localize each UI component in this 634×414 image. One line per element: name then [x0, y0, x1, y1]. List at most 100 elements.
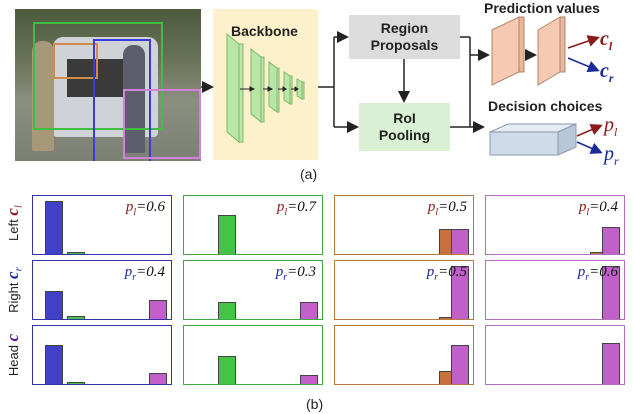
probability-value: =0.6 [136, 199, 165, 215]
grid-cell-r2-c0 [32, 325, 172, 385]
caption-a: (a) [300, 166, 318, 182]
region-proposals-box: Region Proposals [349, 15, 460, 59]
bar-3 [149, 373, 167, 384]
bar-3 [300, 302, 318, 319]
bar-3 [451, 345, 469, 384]
probability-subscript: l [586, 207, 590, 218]
prediction-values-label: Prediction values [484, 0, 600, 16]
probability-value: =0.3 [287, 264, 316, 280]
probability-value: =0.7 [287, 199, 316, 215]
output-pl-sym: p [604, 114, 614, 136]
probability-label: pl=0.6 [126, 199, 165, 218]
bar-3 [300, 375, 318, 384]
bar-1 [67, 252, 85, 254]
probability-label: pl=0.5 [428, 199, 467, 218]
probability-symbol: p [275, 264, 284, 280]
probability-symbol: p [125, 199, 134, 215]
row-label-symbol: c [3, 208, 22, 216]
grid-cell-r2-c3 [485, 325, 625, 385]
row-label-left: Left cl [3, 188, 25, 258]
probability-symbol: p [276, 199, 285, 215]
row-label-right: Right cr [3, 255, 25, 325]
probability-subscript: l [284, 207, 288, 218]
grid-cell-r1-c1: pr=0.3 [183, 260, 323, 320]
output-cl: cl [600, 28, 612, 54]
output-cr-sym: c [600, 60, 609, 82]
output-cl-sym: c [600, 28, 609, 50]
probability-value: =0.4 [589, 199, 618, 215]
probability-symbol: p [426, 264, 435, 280]
roi-pooling-box: RoI Pooling [359, 103, 450, 151]
output-cr-sub: r [608, 71, 614, 85]
probability-value: =0.4 [136, 264, 165, 280]
pipeline-arrows [201, 16, 603, 156]
bbox-blue [93, 39, 151, 161]
grid-cell-r0-c1: pl=0.7 [183, 195, 323, 255]
bbox-orange [53, 43, 98, 79]
probability-value: =0.5 [438, 199, 467, 215]
caption-b: (b) [306, 396, 324, 412]
roi-pooling-label: RoI Pooling [378, 110, 431, 143]
probability-subscript: r [132, 272, 137, 283]
probability-symbol: p [578, 199, 587, 215]
bar-1 [218, 302, 236, 319]
probability-label: pl=0.7 [277, 199, 316, 218]
output-cr: cr [600, 60, 614, 86]
row-label-word: Head [6, 341, 21, 377]
bar-1 [67, 316, 85, 319]
probability-label: pl=0.4 [579, 199, 618, 218]
probability-symbol: p [427, 199, 436, 215]
grid-cell-r2-c1 [183, 325, 323, 385]
person-left-shape [32, 41, 54, 151]
probability-label: pr=0.6 [578, 264, 618, 283]
row-label-symbol: c [3, 333, 22, 342]
person-right-shape [123, 45, 145, 153]
output-pr-sub: r [614, 154, 619, 168]
decision-choices-label: Decision choices [488, 98, 603, 114]
row-label-subscript: r [12, 267, 25, 272]
bar-0 [45, 201, 63, 254]
backbone-label: Backbone [231, 23, 298, 39]
probability-subscript: l [133, 207, 137, 218]
bbox-purple [123, 89, 201, 159]
bar-1 [67, 382, 85, 384]
bar-3 [602, 343, 620, 384]
bar-0 [45, 291, 63, 319]
grid-cell-r1-c3: pr=0.6 [485, 260, 625, 320]
output-pr: pr [604, 143, 619, 169]
backbone-panel: Backbone [213, 9, 318, 160]
probability-value: =0.6 [589, 264, 618, 280]
probability-label: pr=0.4 [125, 264, 165, 283]
grid-cell-r1-c2: pr=0.5 [334, 260, 474, 320]
input-photo [15, 9, 201, 161]
row-label-word: Left [6, 215, 21, 241]
bar-3 [149, 300, 167, 319]
output-pr-sym: p [604, 143, 614, 165]
backbone-layers [226, 32, 305, 144]
probability-subscript: r [434, 272, 439, 283]
probability-subscript: r [283, 272, 288, 283]
grid-cell-r0-c0: pl=0.6 [32, 195, 172, 255]
bar-3 [602, 266, 620, 319]
probability-symbol: p [577, 264, 586, 280]
bar-3 [451, 266, 469, 319]
probability-label: pr=0.3 [276, 264, 316, 283]
grid-cell-r2-c2 [334, 325, 474, 385]
bbox-green [33, 22, 163, 130]
output-pl-sub: l [614, 125, 618, 139]
row-label-subscript: l [12, 205, 25, 209]
region-proposals-label: Region Proposals [370, 20, 439, 53]
bar-1 [218, 215, 236, 254]
probability-label: pr=0.5 [427, 264, 467, 283]
bar-3 [451, 229, 469, 254]
grid-cell-r0-c2: pl=0.5 [334, 195, 474, 255]
bar-1 [218, 356, 236, 384]
grid-cell-r1-c0: pr=0.4 [32, 260, 172, 320]
row-label-word: Right [6, 278, 21, 313]
bar-0 [45, 345, 63, 384]
output-cl-sub: l [608, 39, 613, 53]
probability-symbol: p [124, 264, 133, 280]
grid-cell-r0-c3: pl=0.4 [485, 195, 625, 255]
row-label-symbol: c [3, 271, 22, 279]
row-label-head: Head c [3, 320, 23, 390]
